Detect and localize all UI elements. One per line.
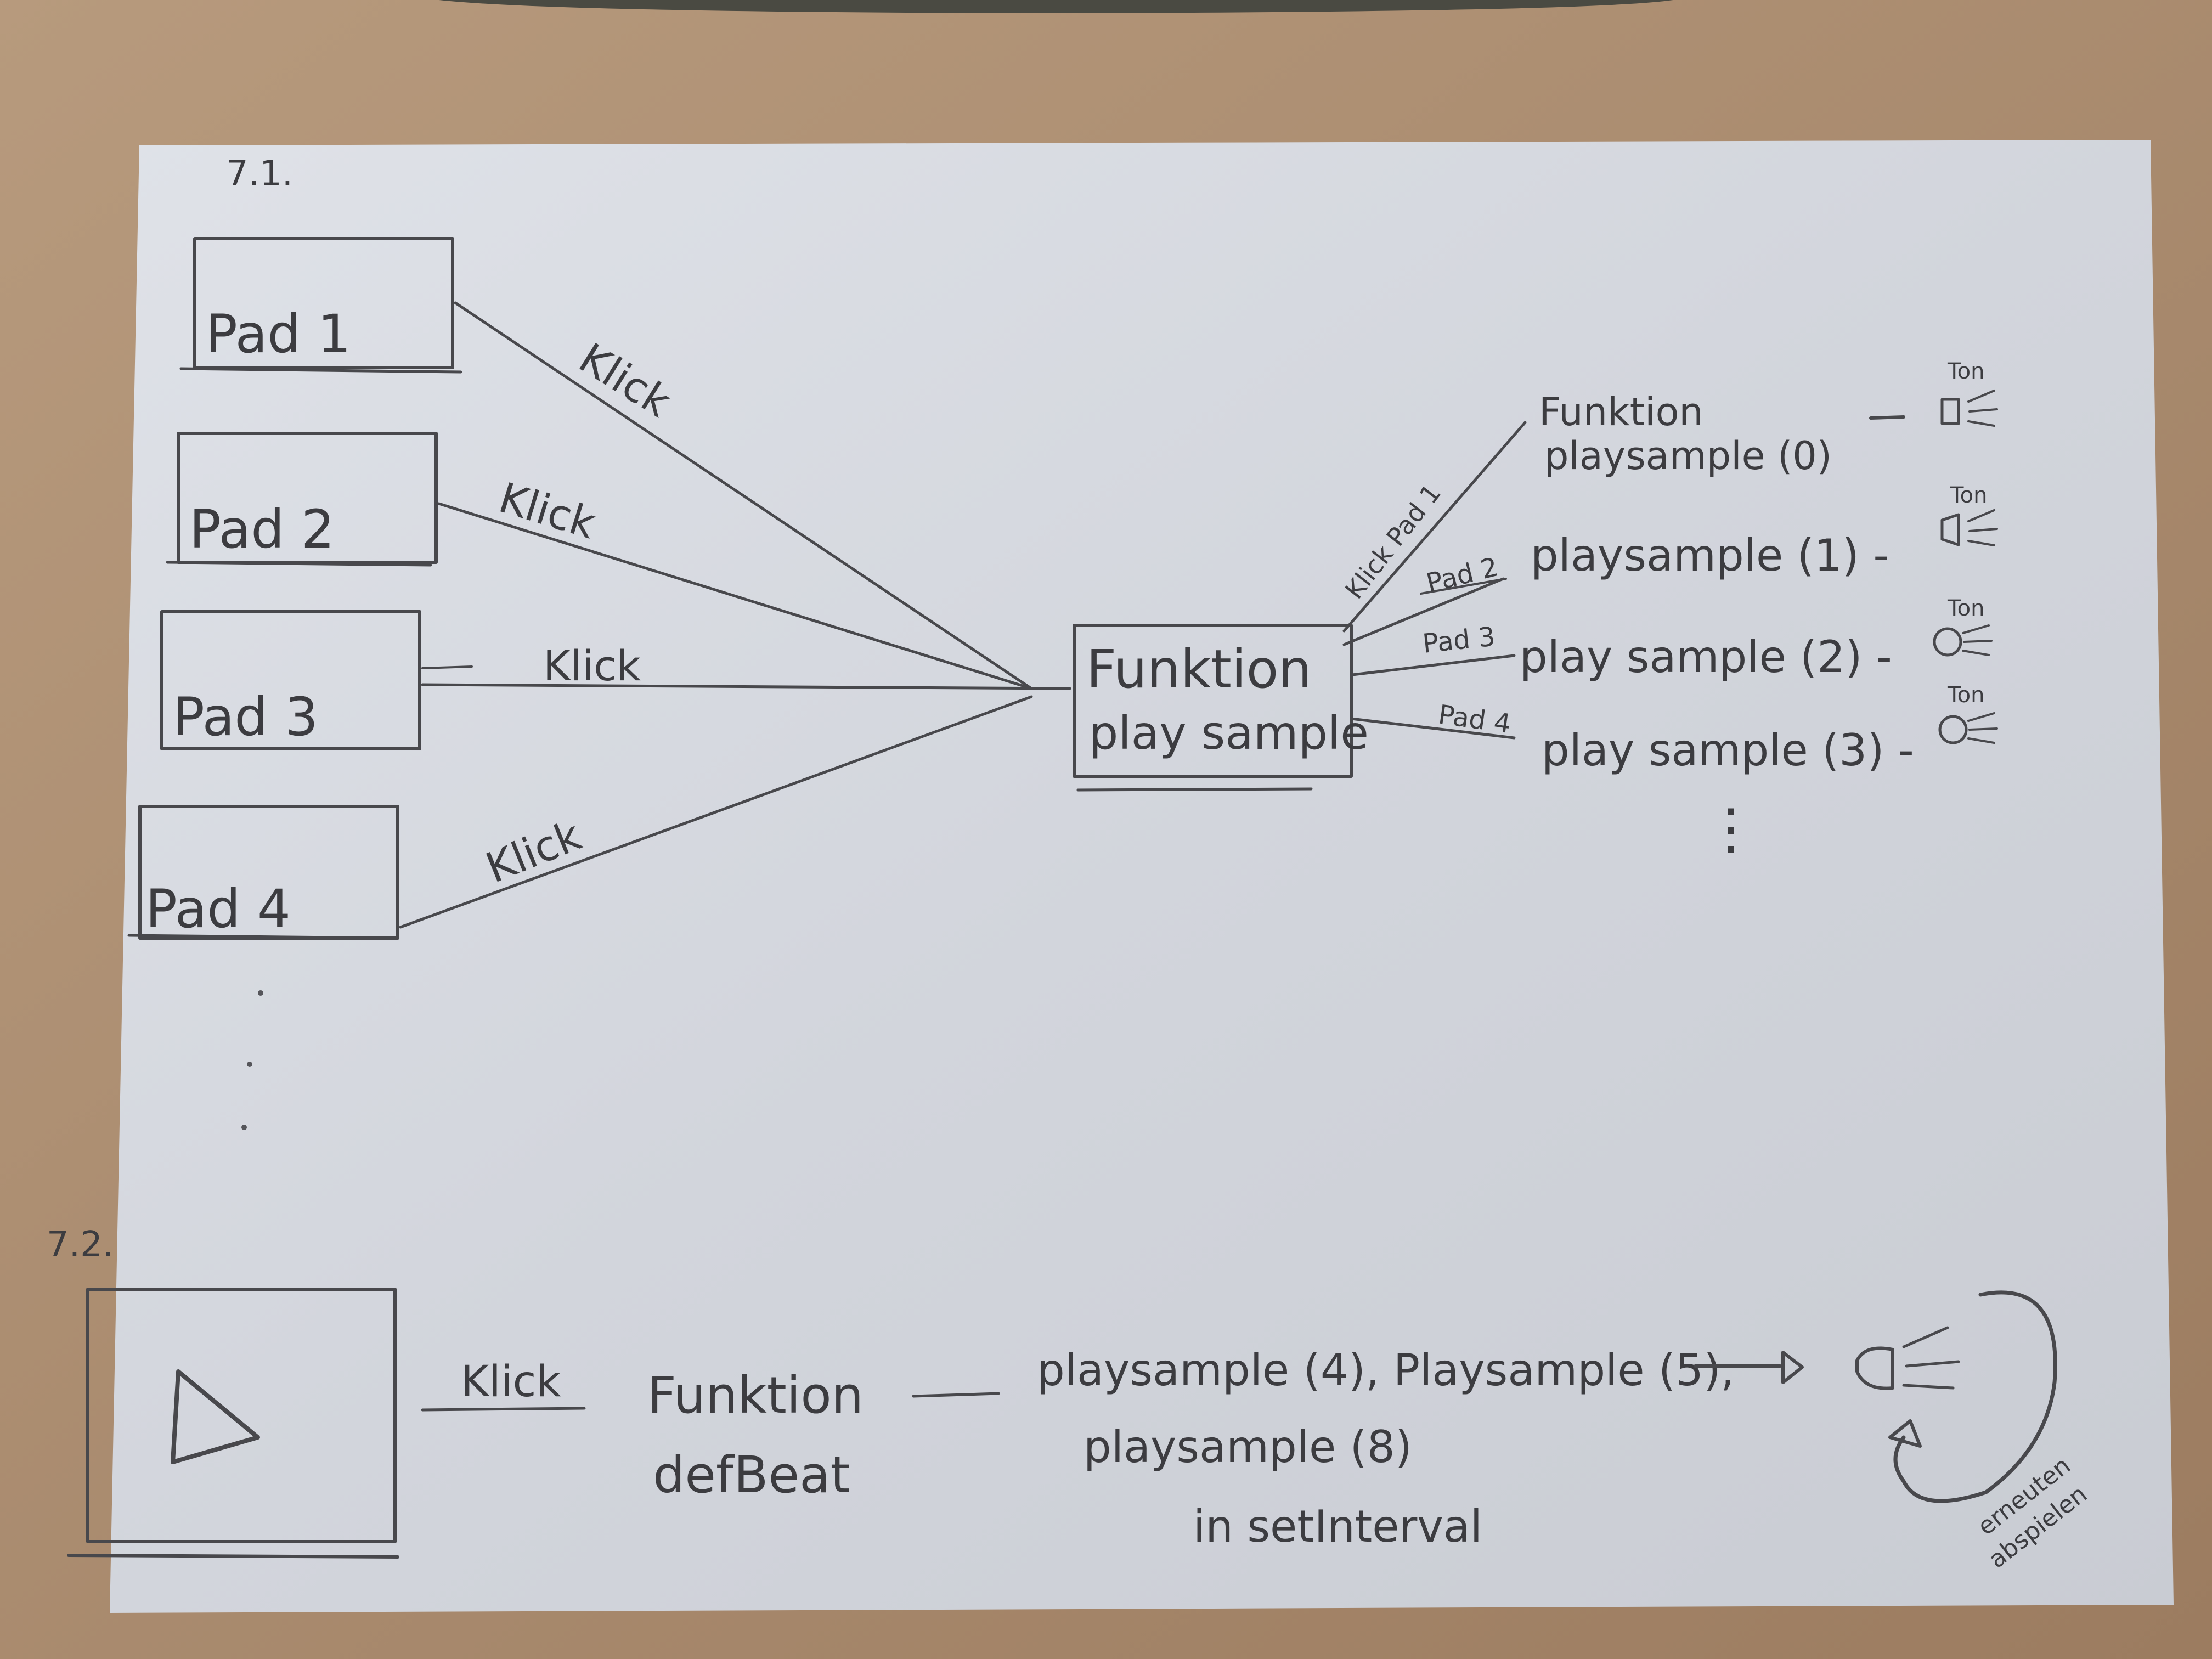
edge-out-pad-4: [1350, 717, 1516, 740]
pad-2-box: Pad 2: [166, 432, 438, 567]
output-2-call: playsample (1) -: [1531, 530, 1889, 581]
section-2-heading: 7.2.: [47, 1224, 114, 1265]
speaker-icon: Ton: [1933, 596, 1993, 657]
play-button-box: [67, 1288, 399, 1559]
speaker-4-label: Ton: [1947, 682, 1984, 708]
pad-4-box: Pad 4: [127, 805, 399, 940]
speaker-1-label: Ton: [1947, 359, 1984, 384]
output-3-call: play sample (2) -: [1520, 631, 1892, 682]
edge-out-pad-2-underline: [1420, 578, 1507, 595]
pad-2-label: Pad 2: [189, 499, 335, 560]
output-4-call: play sample (3) -: [1542, 725, 1914, 776]
section-2-edge: [421, 1407, 586, 1412]
speaker-icon: Ton: [1940, 483, 1998, 546]
section-2-edge-label: Klick: [461, 1357, 561, 1407]
edge-out-pad-1: [1342, 421, 1527, 633]
function-defbeat-line2: defBeat: [653, 1446, 850, 1504]
edge-pad-2: [437, 502, 1033, 690]
speaker-3-label: Ton: [1947, 596, 1984, 621]
function-box-line1: Funktion: [1086, 639, 1312, 700]
speaker-icon: Ton: [1938, 682, 1998, 744]
edge-out-pad-2: [1342, 577, 1505, 646]
defbeat-calls-line2: playsample (8): [1084, 1421, 1412, 1472]
edge-pad-3: [421, 683, 1071, 690]
speaker-icon: [1855, 1326, 1960, 1390]
play-icon: [171, 1369, 260, 1464]
arrow-to-speaker: [1694, 1351, 1804, 1384]
pad-4-label: Pad 4: [145, 878, 291, 940]
output-1-dash: [1869, 415, 1905, 420]
pads-continuation-dot-1: [258, 990, 263, 996]
dark-object-top: [439, 0, 1673, 13]
pad-1-box: Pad 1: [179, 237, 462, 374]
speaker-icon: Ton: [1940, 359, 1998, 427]
edge-out-pad-3-label: Pad 3: [1421, 621, 1497, 659]
section-1-heading: 7.1.: [226, 154, 293, 194]
defbeat-calls-line3: in setInterval: [1193, 1501, 1482, 1552]
replay-loop-arrowhead: [1888, 1419, 1922, 1448]
outputs-continuation: ⋮: [1703, 797, 1758, 861]
speaker-2-label: Ton: [1950, 483, 1987, 508]
edge-out-pad-3: [1351, 654, 1516, 676]
edge-pad-4: [399, 695, 1033, 929]
pad-3-label: Pad 3: [173, 686, 318, 748]
pad-1-label: Pad 1: [206, 303, 351, 365]
replay-loop-arrow: [1893, 1290, 2057, 1503]
edge-pad-3-label: Klick: [543, 641, 641, 690]
function-box-line2: play sample: [1089, 706, 1369, 760]
paper-sheet: [110, 140, 2174, 1613]
edge-pad-1: [454, 301, 1033, 690]
edge-pad-3-tick: [421, 665, 473, 669]
pads-continuation-dot-3: [241, 1125, 247, 1130]
output-1-call-line1: Funktion: [1539, 390, 1703, 435]
function-play-sample-box: Funktion play sample: [1073, 624, 1369, 792]
pads-continuation-dot-2: [247, 1062, 252, 1067]
section-2-dash-1: [912, 1392, 1000, 1398]
function-defbeat-line1: Funktion: [647, 1366, 864, 1425]
pad-3-box: Pad 3: [160, 610, 421, 751]
defbeat-calls-line1: playsample (4), Playsample (5),: [1037, 1345, 1735, 1396]
output-1-call-line2: playsample (0): [1544, 433, 1832, 478]
